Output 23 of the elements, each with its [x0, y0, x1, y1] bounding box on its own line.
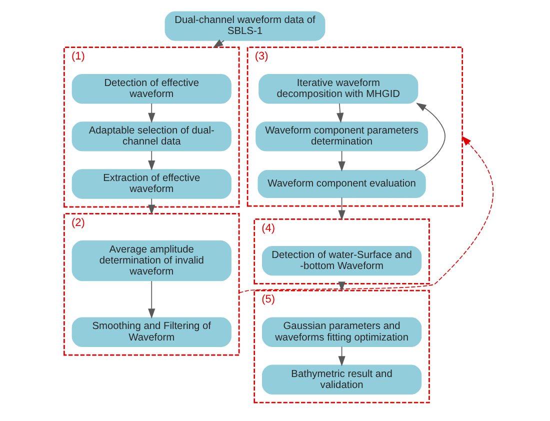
arrow: [336, 103, 344, 124]
node-box: Average amplitude determination of invalid waveform: [71, 240, 231, 282]
node-box: Waveform component evaluation: [257, 170, 426, 198]
arrow: [212, 39, 224, 48]
node-box: Waveform component parameters determination: [255, 122, 428, 152]
arrow: [148, 103, 155, 124]
node-box: Iterative waveform decomposition with MHGID: [258, 74, 418, 104]
node-box: Detection of effective waveform: [71, 74, 231, 104]
node-box: Adaptable selection of dual-channel data: [71, 122, 231, 152]
arrow: [338, 346, 345, 366]
node-box: Smoothing and Filtering of Waveform: [71, 317, 231, 347]
arrow: [148, 280, 155, 319]
arrow: [414, 102, 445, 171]
arrow: [148, 150, 155, 171]
arrow: [238, 136, 493, 294]
arrow: [338, 197, 345, 220]
arrow: [338, 150, 345, 172]
node-box: Gaussian parameters and waveforms fitting optimization: [262, 317, 422, 347]
node-box: Dual-channel waveform data of SBLS-1: [164, 11, 325, 41]
node-box: Bathymetric result and validation: [262, 364, 422, 394]
arrow: [148, 198, 155, 215]
node-box: Extraction of effective waveform: [71, 169, 231, 199]
node-box: Detection of water-Surface and -bottom Waveform: [262, 246, 422, 276]
